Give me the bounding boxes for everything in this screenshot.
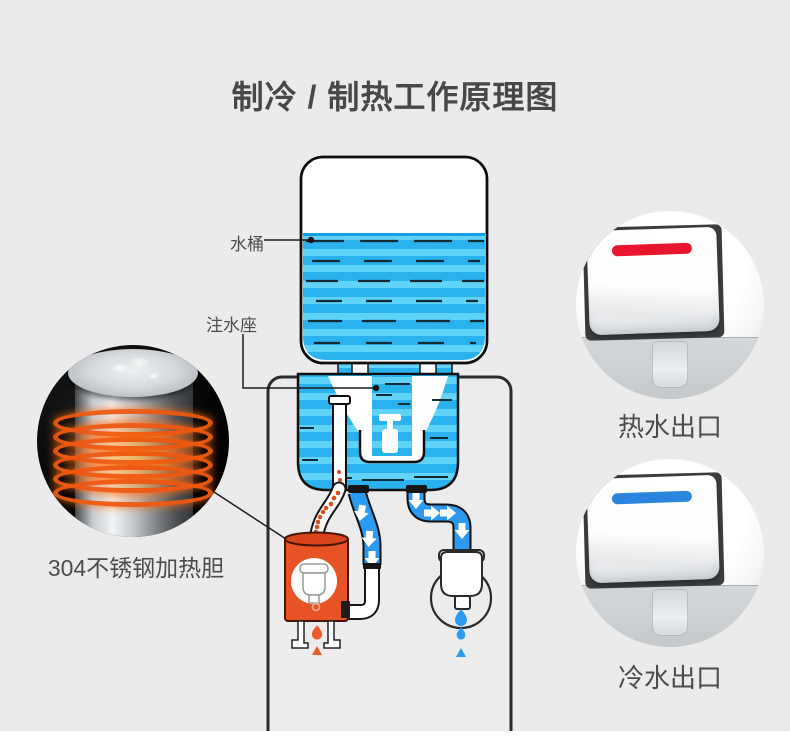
callout-dot-seat	[372, 384, 380, 392]
fill-seat	[296, 372, 460, 492]
heating-tank	[284, 531, 350, 655]
tank-faucet-icon	[299, 563, 329, 604]
cold-drips	[455, 609, 467, 657]
water-bucket	[299, 155, 489, 365]
heating-element-photo	[37, 345, 229, 537]
page-title: 制冷 / 制热工作原理图	[231, 79, 559, 115]
bucket-label: 水桶	[230, 235, 264, 254]
bottom-white-strip	[0, 731, 790, 738]
cold-indicator-bar	[611, 490, 693, 505]
fill-seat-label: 注水座	[206, 316, 257, 335]
hot-outlet-nozzle	[652, 341, 688, 388]
cold-outlet-nozzle	[652, 589, 688, 636]
callout-dot-bucket	[307, 236, 315, 244]
hot-feed-pipe	[347, 489, 382, 569]
hot-indicator-bar	[611, 242, 693, 257]
callout-lines	[213, 239, 374, 540]
heating-coil-icon	[53, 479, 213, 507]
elbow-port	[341, 601, 350, 618]
valve-plunger-icon	[379, 414, 401, 453]
cold-water-button-icon	[586, 474, 720, 584]
hot-water-button-icon	[586, 226, 720, 336]
hot-riser-pipe	[309, 481, 347, 542]
riser-tube	[328, 395, 351, 491]
hot-feed-elbow	[343, 566, 380, 620]
hot-drips	[311, 625, 323, 655]
cold-outlet-spout	[429, 549, 493, 657]
cold-outlet-photo	[576, 459, 764, 647]
hot-outlet-label: 热水出口	[617, 412, 722, 442]
boiling-water-surface	[68, 349, 198, 397]
heater-label: 304不锈钢加热胆	[47, 555, 225, 581]
hot-outlet-photo	[576, 211, 764, 399]
tank-legs	[291, 620, 341, 649]
cold-feed-pipe	[406, 489, 472, 553]
pipe-connectors	[348, 485, 427, 493]
cold-outlet-label: 冷水出口	[617, 663, 722, 693]
